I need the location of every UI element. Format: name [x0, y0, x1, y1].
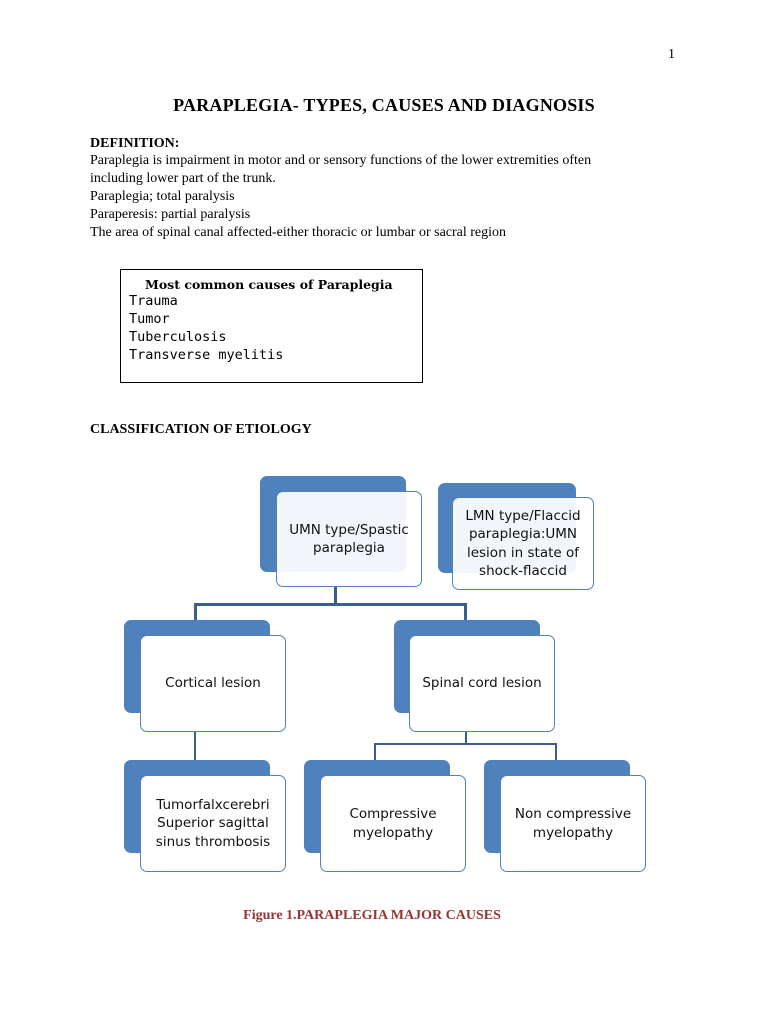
causes-box: Most common causes of Paraplegia Trauma …: [120, 269, 423, 383]
umn-node-line-1: UMN type/Spastic: [289, 521, 409, 538]
connector-to-noncompressive: [555, 743, 557, 762]
definition-line-1: Paraplegia is impairment in motor and or…: [90, 153, 592, 168]
page-number: 1: [668, 47, 675, 62]
definition-line-4: Paraperesis: partial paralysis: [90, 207, 251, 222]
cortical-lesion-label: Cortical lesion: [165, 675, 261, 692]
cortical-lesion-node: Cortical lesion: [140, 635, 286, 732]
noncompressive-line-2: myelopathy: [532, 824, 614, 841]
figure-caption: Figure 1.PARAPLEGIA MAJOR CAUSES: [243, 908, 501, 923]
causes-box-title: Most common causes of Paraplegia: [145, 277, 393, 292]
spinal-cord-lesion-label: Spinal cord lesion: [422, 675, 542, 692]
connector-cortical-to-tumor: [194, 732, 196, 762]
definition-line-5: The area of spinal canal affected-either…: [90, 225, 507, 240]
connector-spinal-down: [465, 732, 467, 745]
tumor-node-line-3: sinus thrombosis: [155, 833, 271, 850]
cause-item-tumor: Tumor: [129, 311, 170, 327]
tumor-node-line-2: Superior sagittal: [157, 815, 269, 832]
definition-line-2: including lower part of the trunk.: [90, 171, 276, 186]
connector-to-compressive: [374, 743, 376, 762]
cause-item-trauma: Trauma: [129, 293, 178, 309]
cause-item-tuberculosis: Tuberculosis: [129, 329, 227, 345]
compressive-myelopathy-node: Compressive myelopathy: [320, 775, 466, 872]
connector-umn-horizontal: [194, 603, 467, 606]
compressive-line-1: Compressive: [349, 806, 437, 823]
tumor-node-line-1: Tumorfalxcerebri: [156, 797, 270, 814]
connector-to-spinal: [464, 603, 467, 622]
spinal-cord-lesion-node: Spinal cord lesion: [409, 635, 555, 732]
umn-node: UMN type/Spastic paraplegia: [276, 491, 422, 587]
cause-item-transverse-myelitis: Transverse myelitis: [129, 347, 284, 363]
definition-heading: DEFINITION:: [90, 136, 180, 151]
noncompressive-line-1: Non compressive: [514, 806, 632, 823]
definition-line-3: Paraplegia; total paralysis: [90, 189, 235, 204]
tumor-node: Tumorfalxcerebri Superior sagittal sinus…: [140, 775, 286, 872]
lmn-node-line-1: LMN type/Flaccid: [465, 508, 581, 525]
connector-to-cortical: [194, 603, 197, 622]
connector-spinal-horizontal: [374, 743, 557, 745]
classification-heading: CLASSIFICATION OF ETIOLOGY: [90, 422, 312, 437]
lmn-node-line-2: paraplegia:UMN: [468, 526, 578, 543]
lmn-node-line-3: lesion in state of: [466, 544, 580, 561]
noncompressive-myelopathy-node: Non compressive myelopathy: [500, 775, 646, 872]
page-title: PARAPLEGIA- TYPES, CAUSES AND DIAGNOSIS: [173, 95, 595, 115]
lmn-node-line-4: shock-flaccid: [479, 562, 567, 579]
compressive-line-2: myelopathy: [352, 824, 434, 841]
umn-node-line-2: paraplegia: [313, 540, 385, 556]
lmn-node: LMN type/Flaccid paraplegia:UMN lesion i…: [452, 497, 594, 590]
connector-umn-down: [334, 586, 337, 606]
